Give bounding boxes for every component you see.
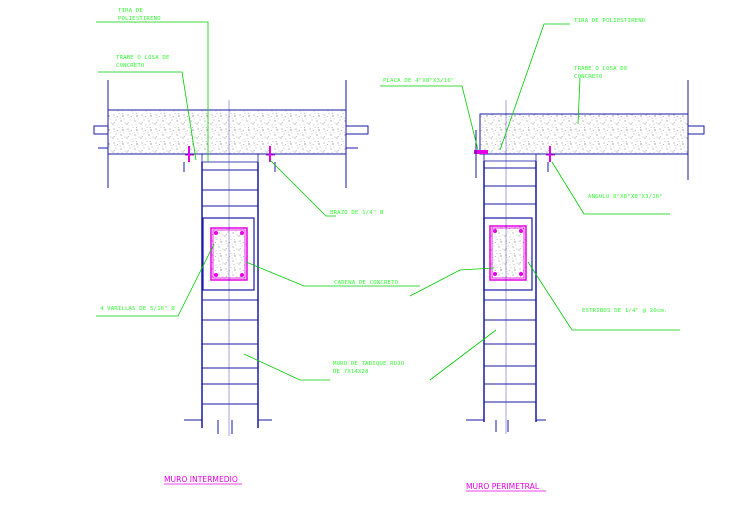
left-brick-wall-label-line1: MURO DE TABIQUE ROJO <box>333 361 405 367</box>
left-detail-title: MURO INTERMEDIO <box>164 475 238 484</box>
left-beam-slab-label-line1: TRABE O LOSA DE <box>116 55 170 61</box>
left-brick-wall-label-line2: DE 7X14X28 <box>333 369 369 375</box>
left-foam-strip-label-line2: POLIESTIRENO <box>118 16 161 22</box>
right-detail-title: MURO PERIMETRAL <box>466 482 540 491</box>
left-foam-strip-label-line1: TIRA DE <box>118 8 143 14</box>
left-beam-slab-label-line2: CONCRETO <box>116 63 145 69</box>
right-foam-strip-label: TIRA DE POLIESTIRENO <box>574 18 646 24</box>
right-concrete-chain <box>483 217 533 291</box>
left-anchor-arm-label: BRAZO DE 1/4" Ø <box>330 209 384 216</box>
right-concrete-slab <box>479 113 689 155</box>
right-beam-slab-label-line1: TRABE O LOSA DE <box>574 66 628 72</box>
left-concrete-chain-label: CADENA DE CONCRETO <box>334 280 399 286</box>
left-concrete-slab <box>107 109 347 155</box>
left-wall-detail: TIRA DE POLIESTIRENO TRABE O LOSA DE CON… <box>93 8 420 485</box>
right-angle-label: ANGULO 8"X8"X8"X3/16" <box>588 194 663 200</box>
left-rebars-label: 4 VARILLAS DE 5/16" Ø <box>100 305 175 312</box>
right-wall-detail: TIRA DE POLIESTIRENO PLACA DE 4"X8"X3/16… <box>380 18 705 492</box>
right-beam-slab-label-line2: CONCRETO <box>574 74 603 80</box>
left-concrete-chain <box>202 217 255 291</box>
right-plate-label: PLACA DE 4"X8"X3/16" <box>383 78 454 84</box>
right-stirrups-label: ESTRIBOS DE 1/4" @ 20cm. <box>582 308 668 314</box>
